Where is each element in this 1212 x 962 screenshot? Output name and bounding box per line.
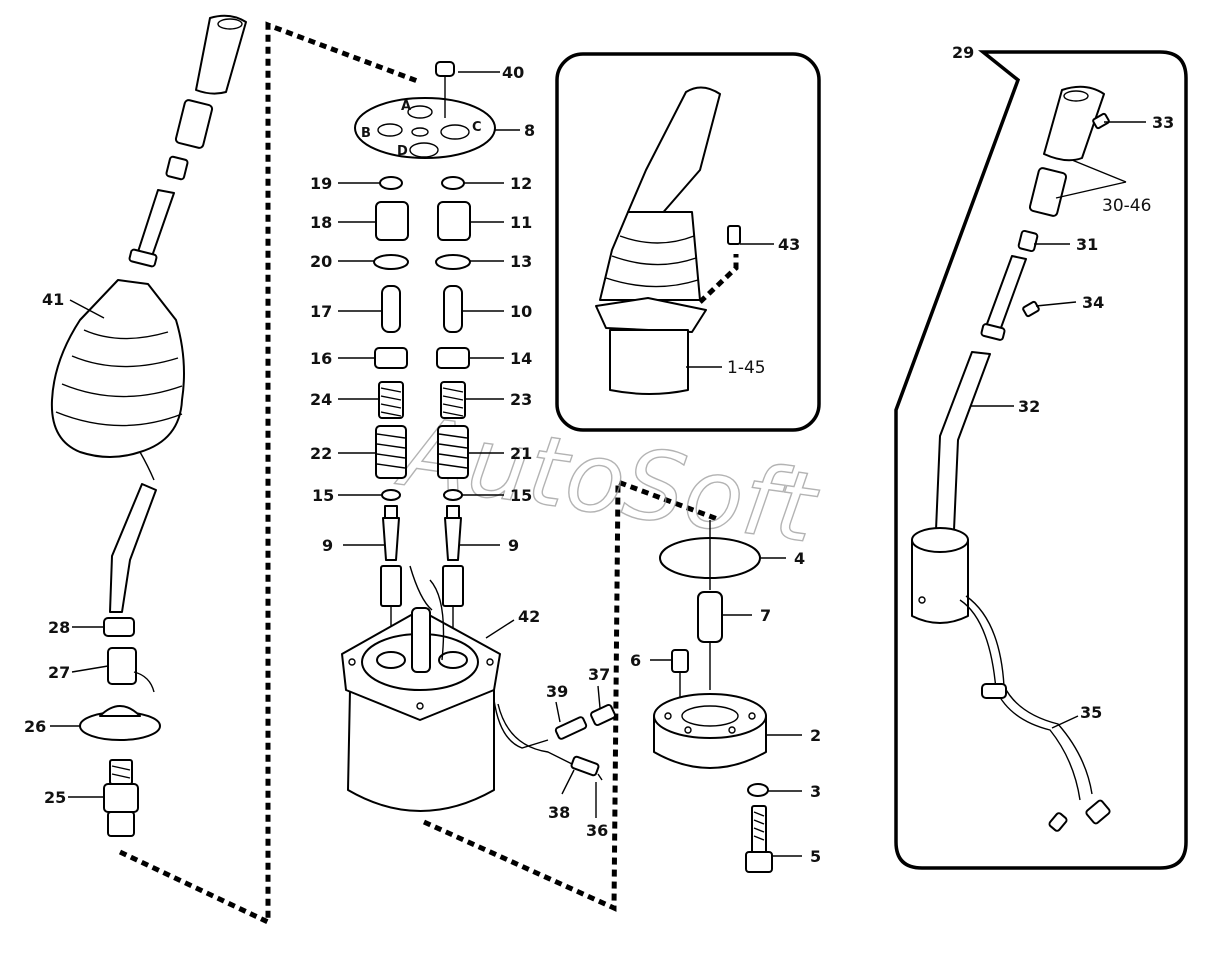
callout-label: 17	[310, 302, 332, 321]
inset-frame-right	[894, 50, 1188, 870]
knob-sleeve-icon	[174, 99, 214, 149]
callout-label: 28	[48, 618, 70, 637]
mount-assembly	[653, 520, 773, 873]
callout-label: 18	[310, 213, 332, 232]
callout-label: 21	[510, 444, 532, 463]
callout-label: 41	[42, 290, 64, 309]
callout-label: 11	[510, 213, 532, 232]
pin-6-icon	[671, 649, 689, 673]
callout-label: 4	[794, 549, 805, 568]
callout-label: 26	[24, 717, 46, 736]
callout-label: 6	[630, 651, 641, 670]
port-c-label: C	[472, 120, 482, 135]
collar-27-icon	[107, 647, 137, 685]
callout-label: 38	[548, 803, 570, 822]
bushing-28-icon	[103, 617, 135, 637]
callout-label: 29	[952, 43, 974, 62]
sleeve-7-icon	[697, 591, 723, 643]
callout-label: 1-45	[727, 358, 766, 378]
leader-lines	[50, 71, 1146, 857]
callout-labels: 1-45 2 3 4 5 6 7 8 9 9 10 11 12 13 14 15…	[24, 43, 1174, 866]
callout-label: 16	[310, 349, 332, 368]
port-a-label: A	[401, 99, 411, 114]
dashed-line-left	[118, 21, 421, 926]
callout-label: 30-46	[1102, 196, 1151, 216]
alt-shaft-31-icon	[983, 255, 1027, 337]
callout-label: 32	[1018, 397, 1040, 416]
alt-knob-icon	[1043, 85, 1105, 162]
callout-label: 36	[586, 821, 608, 840]
dashed-line-inset	[698, 254, 739, 304]
callout-label: 20	[310, 252, 332, 271]
port-d-label: D	[397, 144, 408, 159]
callout-label: 22	[310, 444, 332, 463]
callout-label: 40	[502, 63, 524, 82]
alt-base-icon	[911, 539, 969, 624]
callout-label: 8	[524, 121, 535, 140]
callout-label: 35	[1080, 703, 1102, 722]
inset-frame-assembled	[555, 52, 821, 432]
bolt-43-icon	[727, 225, 741, 245]
grip-handle-icon	[627, 86, 721, 217]
callout-label: 43	[778, 235, 800, 254]
callout-label: 19	[310, 174, 332, 193]
callout-label: 9	[508, 536, 519, 555]
callout-label: 15	[312, 486, 334, 505]
alt-rod-32-icon	[935, 351, 991, 531]
coupling-25-icon	[109, 759, 133, 785]
callout-label: 39	[546, 682, 568, 701]
callout-label: 13	[510, 252, 532, 271]
alt-grip-assembly	[911, 85, 1111, 832]
callout-label: 14	[510, 349, 532, 368]
callout-label: 37	[588, 665, 610, 684]
callout-label: 33	[1152, 113, 1174, 132]
housing-body-icon	[347, 689, 495, 812]
port-b-label: B	[361, 126, 371, 141]
dashed-line-middle	[422, 478, 721, 912]
callout-label: 23	[510, 390, 532, 409]
callout-label: 31	[1076, 235, 1098, 254]
assembled-joystick	[595, 86, 741, 395]
callout-label: 3	[810, 782, 821, 801]
plate-8-icon	[354, 97, 496, 159]
callout-label: 12	[510, 174, 532, 193]
callout-label: 42	[518, 607, 540, 626]
lever-rod-icon	[109, 483, 157, 613]
callout-label: 24	[310, 390, 332, 409]
callout-label: 5	[810, 847, 821, 866]
pilot-valve-assembly: A B C D	[341, 61, 616, 812]
washer-3-icon	[747, 783, 769, 797]
callout-label: 25	[44, 788, 66, 807]
callout-label: 2	[810, 726, 821, 745]
left-lever-assembly	[50, 14, 247, 837]
assembled-housing-icon	[609, 329, 689, 395]
callout-label: 34	[1082, 293, 1104, 312]
callout-label: 27	[48, 663, 70, 682]
callout-label: 15	[510, 486, 532, 505]
callout-label: 9	[322, 536, 333, 555]
lever-knob-icon	[195, 14, 247, 95]
rubber-boot-icon	[50, 279, 185, 458]
callout-label: 10	[510, 302, 532, 321]
callout-label: 7	[760, 606, 771, 625]
plug-40-icon	[435, 61, 455, 77]
